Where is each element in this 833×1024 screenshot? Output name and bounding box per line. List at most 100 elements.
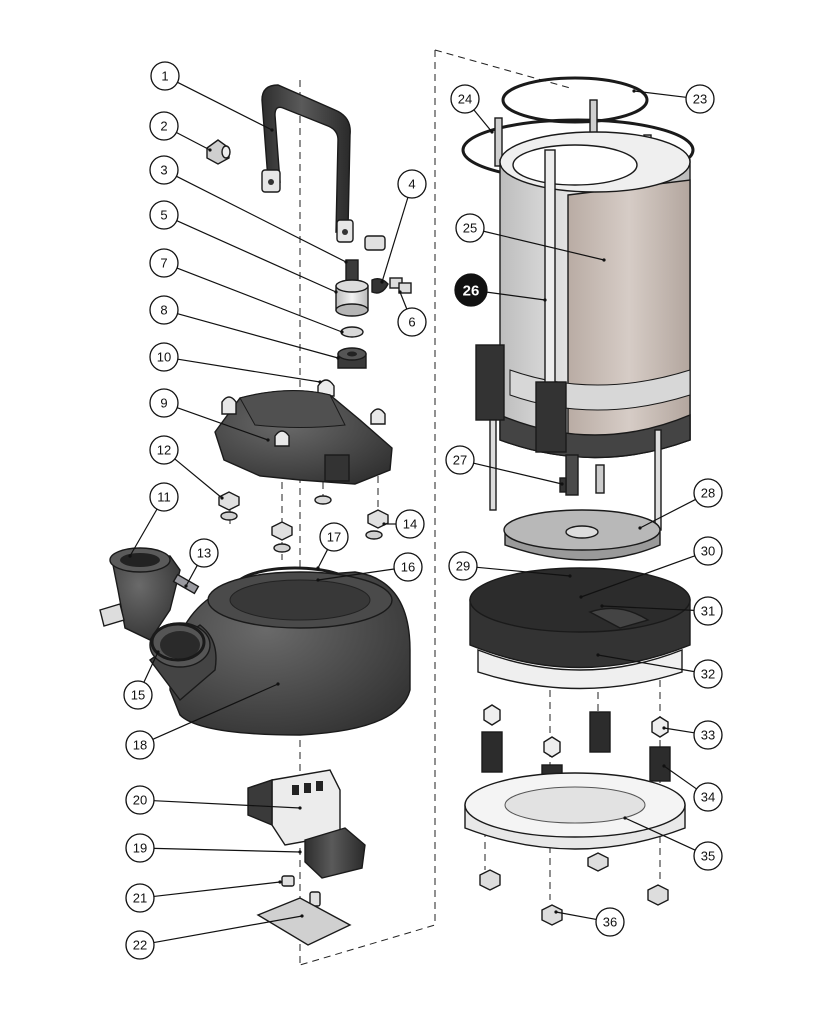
callout-badge	[149, 295, 179, 325]
grommet-part	[337, 347, 367, 369]
callout-number: 11	[157, 490, 171, 505]
top-o-ring-part	[501, 76, 649, 124]
callout-leader-dot	[128, 554, 132, 558]
callout-badge	[693, 536, 723, 566]
callout-badge	[149, 435, 179, 465]
callout-badge	[125, 833, 155, 863]
callout-leader-dot	[266, 438, 270, 442]
callout-number: 14	[403, 517, 417, 532]
callout-badge	[595, 907, 625, 937]
callout-number: 31	[701, 604, 715, 619]
callout-11: 11	[128, 482, 179, 558]
callout-12: 12	[149, 435, 224, 500]
callout-36: 36	[554, 907, 625, 937]
base-plate-part	[464, 772, 686, 850]
callout-18: 18	[125, 682, 280, 760]
callout-leader-dot	[632, 89, 636, 93]
callout-leader-line	[555, 911, 597, 921]
callout-20: 20	[125, 785, 302, 815]
callout-32: 32	[596, 653, 723, 689]
callout-badge	[149, 111, 179, 141]
callout-leader-dot	[270, 128, 274, 132]
callout-number: 9	[160, 396, 167, 411]
callout-leader-dot	[316, 566, 320, 570]
terminal-clip-part	[304, 827, 366, 879]
callout-leader-dot	[298, 806, 302, 810]
callout-number: 4	[408, 177, 415, 192]
callout-6: 6	[397, 290, 427, 337]
callout-leader-line	[177, 81, 273, 131]
callout-leader-dot	[220, 496, 224, 500]
callout-leader-dot	[560, 482, 564, 486]
callout-leader-line	[143, 651, 159, 683]
callout-leader-dot	[398, 290, 402, 294]
callout-leader-line	[580, 555, 696, 598]
stator-assembly-part	[475, 131, 691, 531]
callout-leader-dot	[298, 850, 302, 854]
callout-25: 25	[455, 213, 606, 262]
callout-number: 24	[458, 92, 472, 107]
callout-1: 1	[150, 61, 274, 132]
callout-badge	[450, 84, 480, 114]
gasket-part	[150, 622, 206, 662]
callout-23: 23	[632, 84, 715, 114]
pump-casing-part	[469, 567, 691, 690]
callout-28: 28	[638, 478, 723, 530]
callout-number: 2	[160, 119, 167, 134]
callout-21: 21	[125, 880, 282, 913]
callout-badge	[395, 509, 425, 539]
callout-leader-line	[153, 881, 281, 898]
callout-number: 13	[197, 546, 211, 561]
callout-badge	[125, 785, 155, 815]
terminal-block-part	[247, 769, 341, 846]
callout-24: 24	[450, 84, 494, 134]
callout-leader-dot	[662, 764, 666, 768]
callout-15: 15	[123, 650, 160, 710]
callout-leader-line	[473, 462, 563, 485]
callout-8: 8	[149, 295, 340, 360]
callout-badge	[693, 720, 723, 750]
callout-number: 3	[160, 163, 167, 178]
callout-leader-dot	[316, 578, 320, 582]
callout-number: 36	[603, 915, 617, 930]
callout-layer: 1234567891011121314151617181920212223242…	[123, 61, 723, 960]
nut-washer-set	[218, 491, 389, 553]
callout-badge	[319, 522, 349, 552]
callout-leader-dot	[554, 910, 558, 914]
callout-number: 27	[453, 453, 467, 468]
callout-leader-dot	[662, 726, 666, 730]
callout-14: 14	[382, 509, 425, 539]
callout-badge	[454, 273, 488, 307]
callout-badge	[393, 552, 423, 582]
callout-16: 16	[316, 552, 423, 582]
callout-badge	[685, 84, 715, 114]
motor-housing-part	[149, 571, 411, 736]
callout-leader-dot	[543, 298, 547, 302]
callout-number: 7	[160, 256, 167, 271]
callout-35: 35	[623, 816, 723, 871]
callout-leader-dot	[276, 682, 280, 686]
callout-number: 32	[701, 667, 715, 682]
callout-leader-line	[185, 565, 198, 587]
din-rail-part	[256, 897, 352, 946]
callout-leader-line	[152, 683, 279, 740]
callout-badge	[150, 61, 180, 91]
callout-27: 27	[445, 445, 564, 486]
callout-leader-line	[484, 291, 546, 301]
callout-leader-dot	[300, 914, 304, 918]
callout-29: 29	[448, 551, 572, 581]
callout-badge	[693, 659, 723, 689]
callout-34: 34	[662, 764, 723, 812]
callout-number: 17	[327, 530, 341, 545]
callout-leader-dot	[184, 584, 188, 588]
callout-badge	[445, 445, 475, 475]
callout-leader-line	[174, 458, 223, 499]
bolt-13-part	[172, 573, 200, 595]
callout-leader-dot	[600, 604, 604, 608]
callout-leader-line	[473, 109, 493, 133]
callout-number: 8	[160, 303, 167, 318]
clamp-screw-part	[364, 235, 412, 294]
callout-17: 17	[316, 522, 349, 570]
callout-leader-line	[476, 566, 571, 577]
callout-number: 26	[463, 283, 480, 300]
